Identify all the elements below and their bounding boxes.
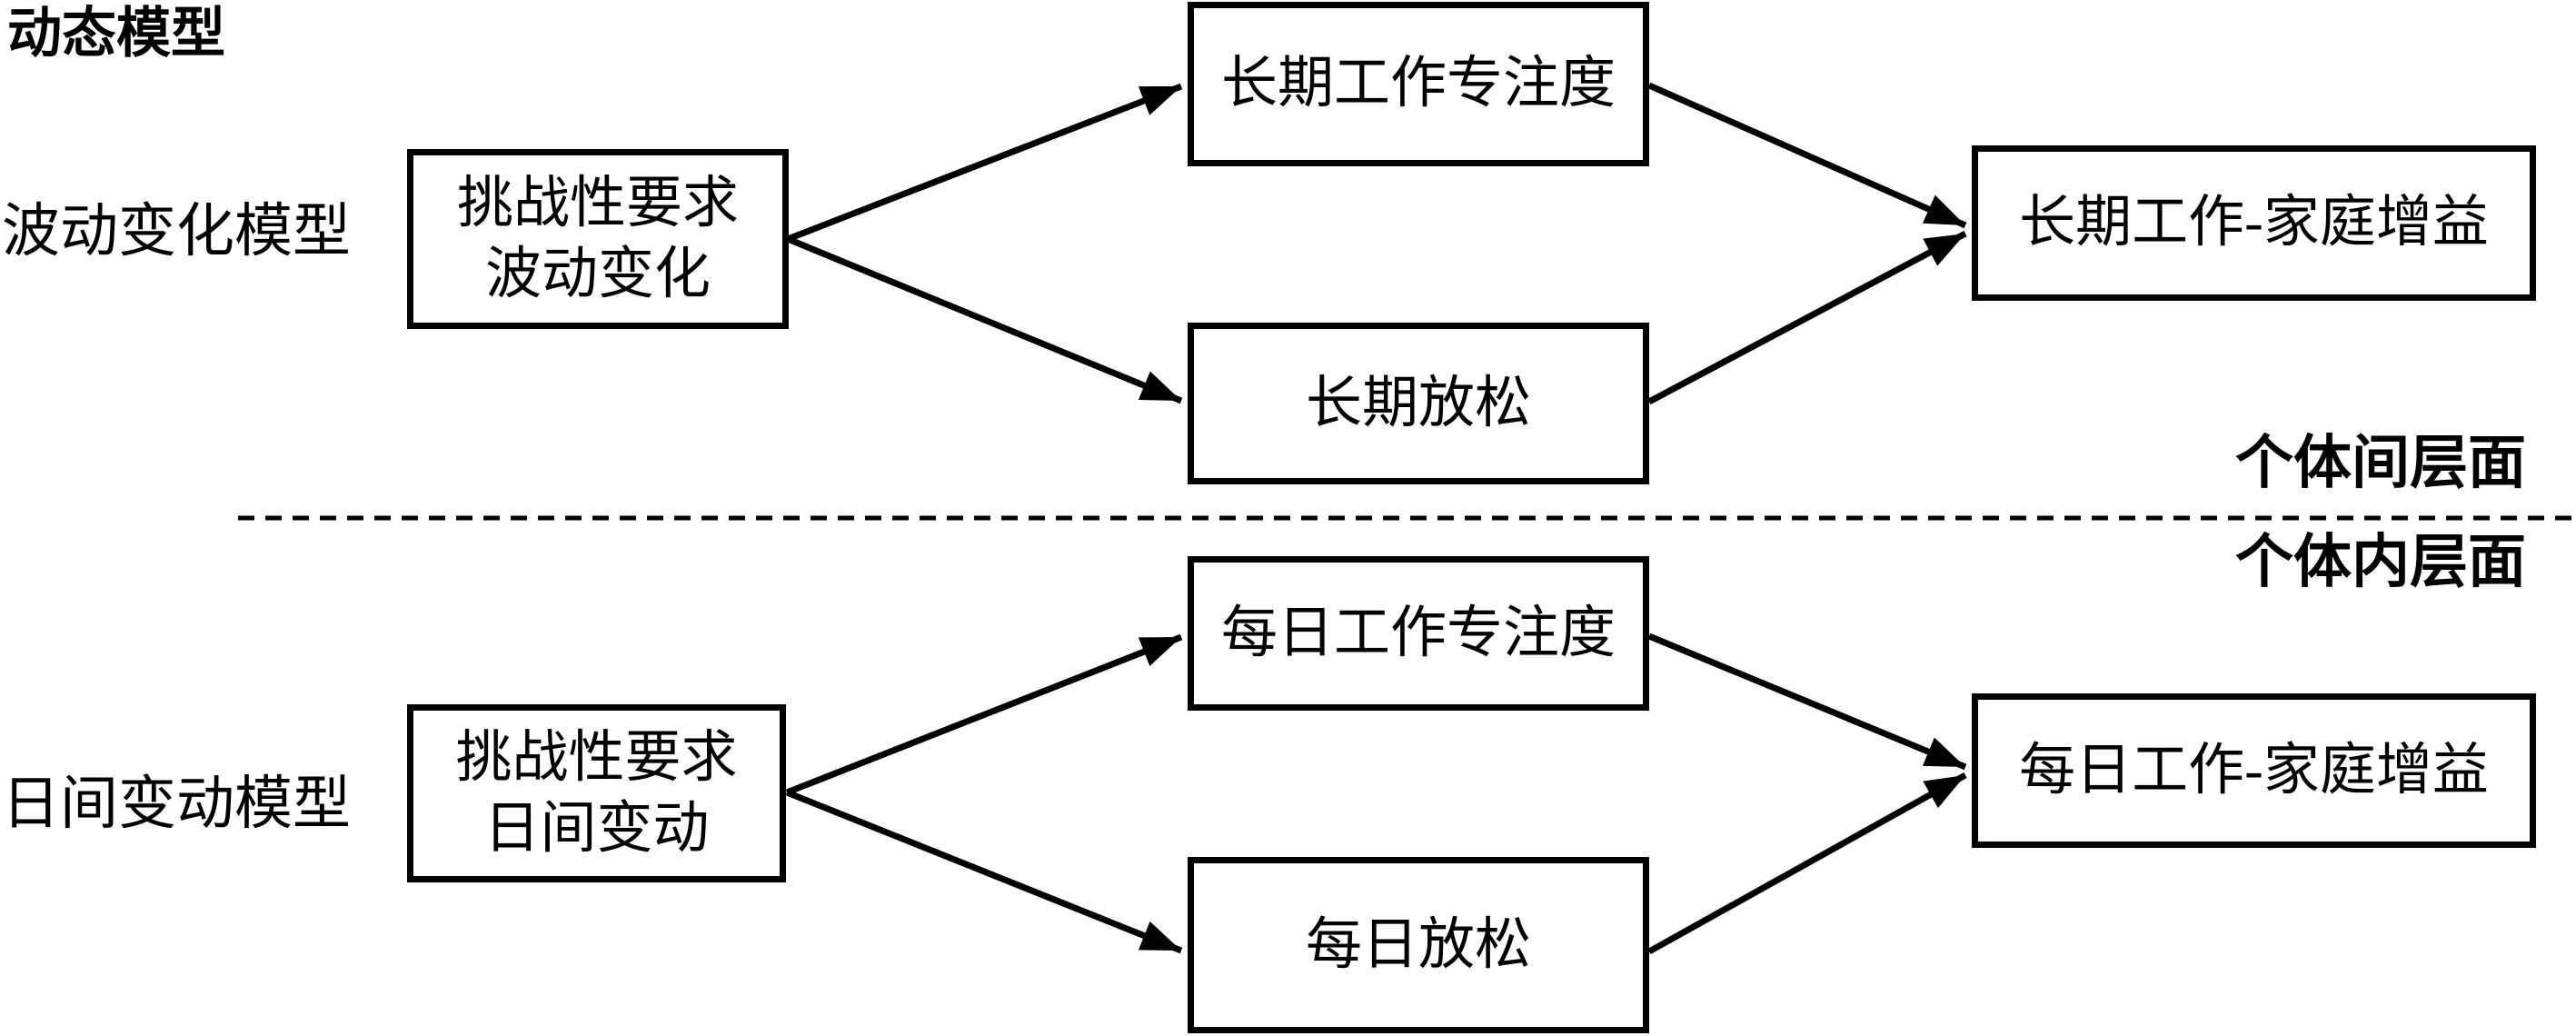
predictor-box-daily-line2: 日间变动 xyxy=(483,798,710,860)
mediator-box-longterm-relaxation: 长期放松 xyxy=(1188,323,1649,484)
outcome-box-daily-gain: 每日工作-家庭增益 xyxy=(1972,693,2536,848)
level-label-between-person: 个体间层面 xyxy=(2235,430,2526,495)
outcome-box-longterm-gain: 长期工作-家庭增益 xyxy=(1972,145,2536,301)
arrow-longterm-relaxation-to-gain xyxy=(1647,230,1967,405)
mediator-box-daily-relaxation: 每日放松 xyxy=(1188,857,1649,1033)
predictor-box-daily: 挑战性要求 日间变动 xyxy=(407,704,786,882)
figure-title: 动态模型 xyxy=(7,3,225,64)
arrow-longterm-focus-to-gain xyxy=(1647,82,1967,229)
arrow-daily-focus-to-gain xyxy=(1647,633,1967,771)
row-label-daily-model: 日间变动模型 xyxy=(2,772,351,836)
predictor-box-fluctuation: 挑战性要求 波动变化 xyxy=(407,149,789,329)
arrow-fluctuation-predictor-to-focus xyxy=(786,83,1183,243)
arrow-daily-predictor-to-relaxation xyxy=(785,789,1183,954)
predictor-box-fluctuation-line2: 波动变化 xyxy=(484,244,711,305)
mediator-box-daily-focus: 每日工作专注度 xyxy=(1188,556,1649,711)
mediator-box-longterm-focus: 长期工作专注度 xyxy=(1188,2,1649,166)
arrow-fluctuation-predictor-to-relaxation xyxy=(786,235,1183,404)
arrow-daily-predictor-to-focus xyxy=(785,633,1183,796)
predictor-box-fluctuation-line1: 挑战性要求 xyxy=(456,172,739,234)
arrow-daily-relaxation-to-gain xyxy=(1647,772,1967,955)
row-label-fluctuation-model: 波动变化模型 xyxy=(2,199,351,264)
predictor-box-daily-line1: 挑战性要求 xyxy=(455,726,738,789)
level-label-within-person: 个体内层面 xyxy=(2235,529,2526,594)
